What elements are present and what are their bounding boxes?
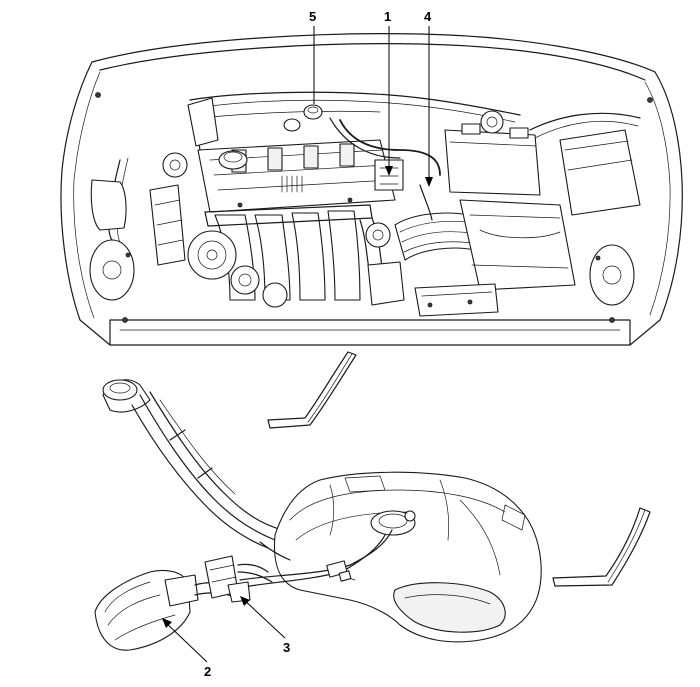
tank-strap-right [552, 507, 651, 587]
arrow-3 [240, 596, 250, 606]
arrow-1 [385, 166, 393, 176]
callout-5: 5 [309, 9, 316, 24]
arrow-4 [425, 177, 433, 187]
canister-close-valve [204, 555, 273, 603]
engine-compartment [60, 33, 683, 346]
callout-3: 3 [283, 640, 290, 655]
callout-2: 2 [204, 664, 211, 679]
callout-4: 4 [424, 9, 432, 24]
arrow-2 [162, 618, 172, 628]
fuel-tank [273, 471, 542, 643]
fuel-lines [237, 529, 393, 589]
leader-lines [162, 26, 433, 663]
tank-strap-left [267, 351, 357, 429]
canister [94, 569, 233, 651]
filler-neck [102, 379, 283, 549]
callout-1: 1 [384, 9, 391, 24]
callout-labels: 5 1 4 2 3 [204, 9, 432, 679]
leader-3 [241, 597, 286, 639]
leader-2 [162, 619, 208, 663]
head-vent [281, 175, 303, 193]
